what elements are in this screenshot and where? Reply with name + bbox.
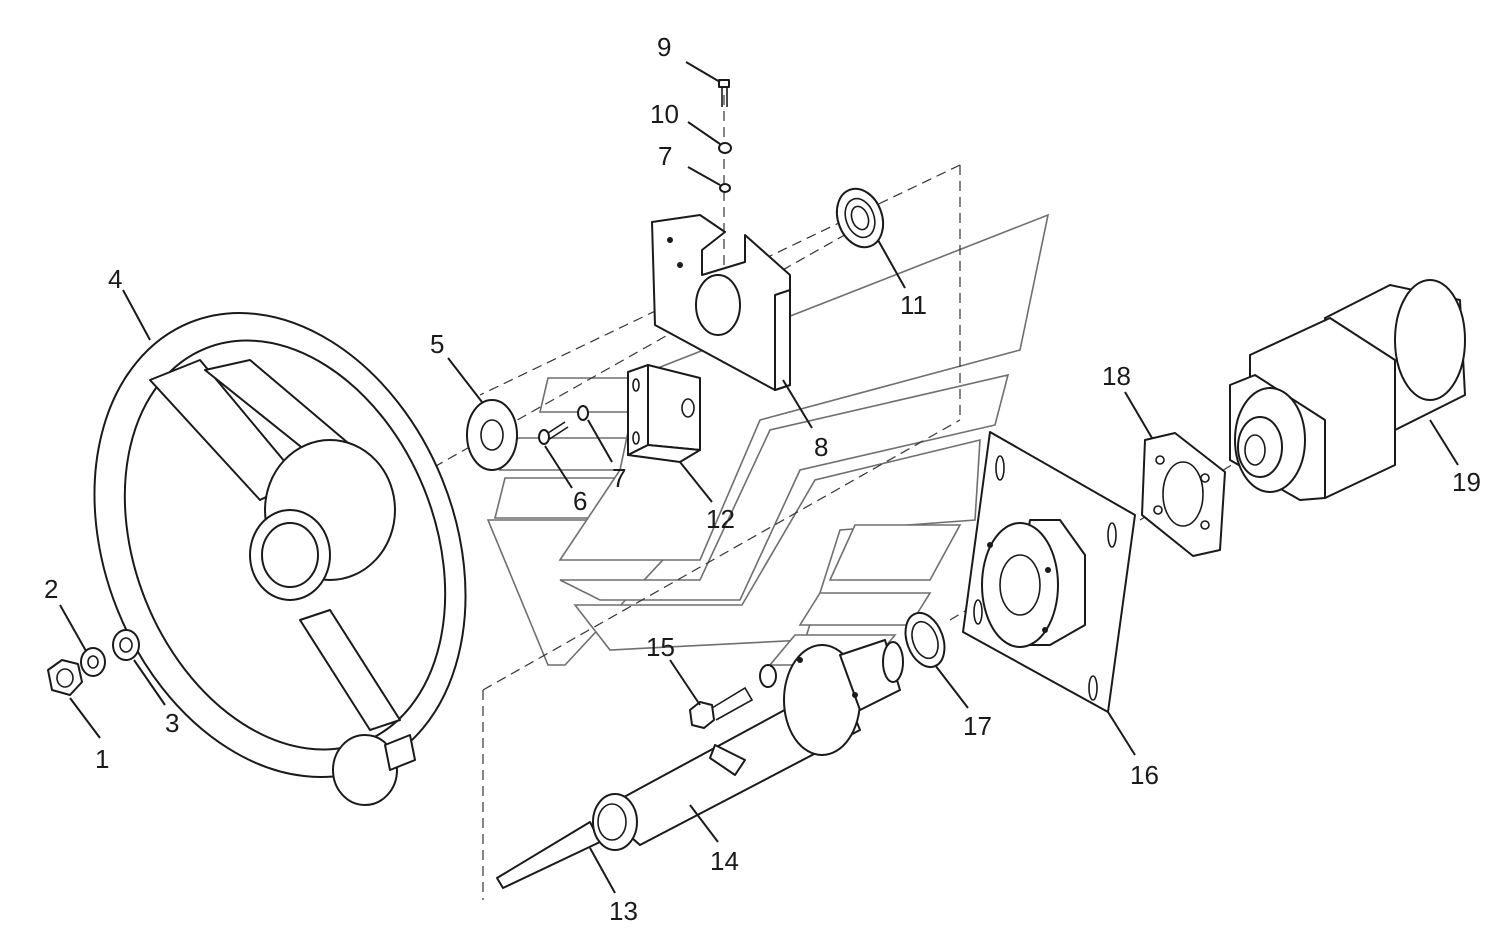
vertical-screw-stack	[718, 79, 732, 193]
gasket	[1141, 432, 1226, 557]
screw-washer-small	[538, 405, 589, 445]
steering-shaft	[496, 639, 904, 889]
callout-15: 15	[646, 632, 675, 662]
hand-wheel	[93, 312, 467, 806]
callout-16: 16	[1130, 760, 1159, 790]
gear-motor	[1229, 279, 1466, 501]
callout-9: 9	[657, 32, 671, 62]
callout-18: 18	[1102, 361, 1131, 391]
callout-12: 12	[706, 504, 735, 534]
callout-3: 3	[165, 708, 179, 738]
callout-19: 19	[1452, 467, 1481, 497]
mounting-plate	[962, 431, 1136, 713]
callout-6: 6	[573, 486, 587, 516]
callout-10: 10	[650, 99, 679, 129]
hex-bolt	[689, 664, 777, 729]
nut-washers	[47, 629, 140, 696]
lower-bearing	[904, 611, 946, 669]
angle-bracket	[627, 364, 701, 463]
callout-numbers: 1 2 3 4 5 6 7 7 8 9 10 11 12 13 14 15 16…	[44, 32, 1481, 926]
spacer-washer	[466, 399, 518, 471]
callout-4: 4	[108, 264, 122, 294]
callout-7-lower: 7	[612, 463, 626, 493]
leader-lines	[59, 61, 1459, 894]
callout-1: 1	[95, 744, 109, 774]
callout-2: 2	[44, 574, 58, 604]
callout-11: 11	[900, 290, 927, 320]
upper-bearing	[835, 187, 885, 249]
watermark-logo	[486, 213, 1050, 666]
upper-bracket	[651, 214, 791, 391]
callout-14: 14	[710, 846, 739, 876]
callout-17: 17	[963, 711, 992, 741]
callout-5: 5	[430, 329, 444, 359]
callout-7-upper: 7	[658, 141, 672, 171]
callout-13: 13	[609, 896, 638, 926]
callout-8: 8	[814, 432, 828, 462]
